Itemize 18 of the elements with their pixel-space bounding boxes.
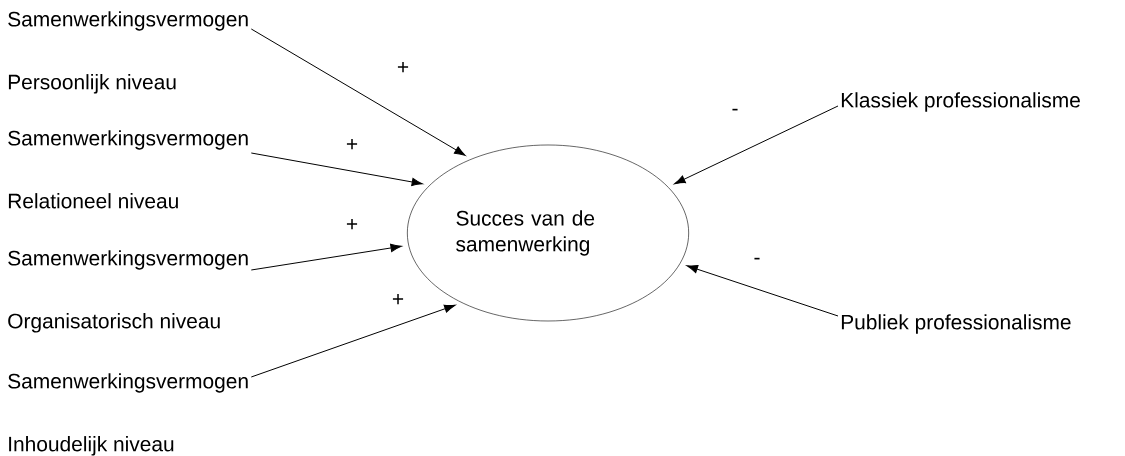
text-label: Klassiek professionalisme (841, 92, 1080, 112)
edge-label: + (395, 60, 411, 76)
edge-label: - (730, 107, 740, 117)
text-label: Samenwerkingsvermogen Relationeel niveau (8, 130, 248, 209)
arrow (250, 304, 456, 378)
arrow (250, 28, 466, 156)
arrow (686, 265, 839, 317)
arrow (250, 243, 402, 271)
edge-label: + (344, 217, 360, 233)
text-label: Samenwerkingsvermogen Organisatorisch niveau (8, 250, 248, 333)
text-label: Samenwerkingsvermogen Inhoudelijk niveau (8, 373, 248, 456)
edge-label: + (344, 137, 360, 153)
text-label: Publiek professionalisme (841, 314, 1071, 334)
edge-label: + (390, 292, 406, 308)
edge-label: - (752, 256, 762, 266)
arrow (250, 152, 423, 187)
text-label: Samenwerkingsvermogen Persoonlijk niveau (8, 11, 248, 94)
arrow (674, 105, 839, 185)
